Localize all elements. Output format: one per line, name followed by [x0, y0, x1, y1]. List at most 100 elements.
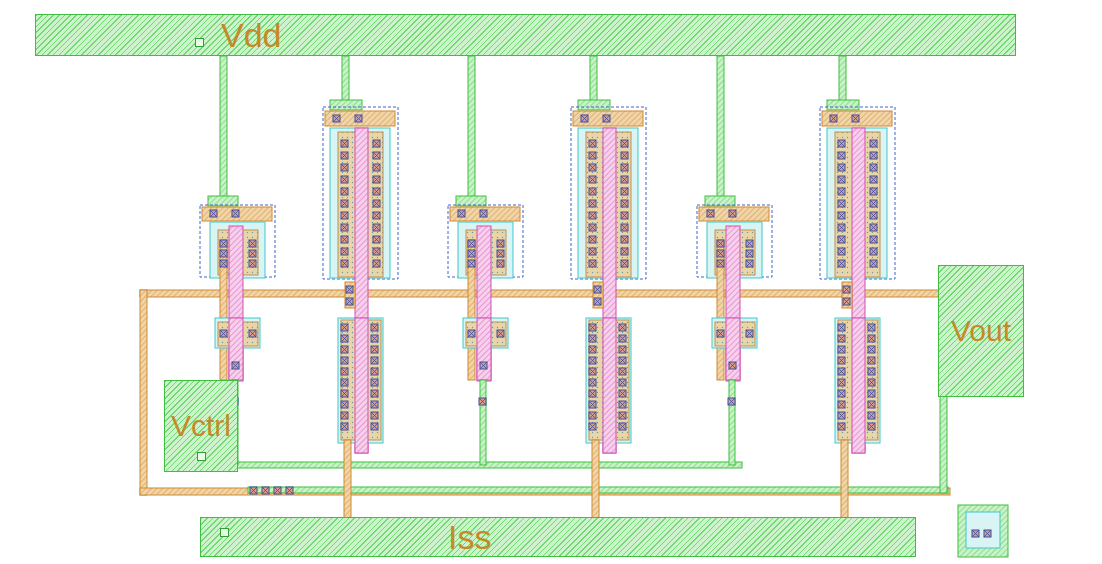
contact-cut	[468, 250, 475, 257]
contact-cut	[838, 188, 845, 195]
contact-cut	[746, 260, 753, 267]
contact-cut	[249, 240, 256, 247]
contact-cut	[838, 412, 845, 419]
contact-cut	[843, 286, 850, 293]
drain-strap	[220, 240, 227, 380]
contact-cut	[371, 346, 378, 353]
contact-cut	[619, 346, 626, 353]
contact-cut	[838, 260, 845, 267]
contact-cut	[341, 346, 348, 353]
contact-cut	[838, 248, 845, 255]
contact-cut	[621, 224, 628, 231]
contact-cut	[589, 188, 596, 195]
contact-cut	[838, 346, 845, 353]
contact-cut	[371, 379, 378, 386]
contact-cut	[373, 212, 380, 219]
contact-cut	[341, 335, 348, 342]
contact-cut	[341, 379, 348, 386]
contact-cut	[838, 212, 845, 219]
contact-cut	[286, 487, 293, 494]
contact-cut	[341, 357, 348, 364]
metal-pad	[578, 100, 610, 110]
contact-cut	[371, 423, 378, 430]
contact-cut	[371, 324, 378, 331]
poly-strip	[345, 282, 355, 308]
contact-cut	[341, 140, 348, 147]
contact-cut	[341, 423, 348, 430]
contact-cut	[355, 115, 362, 122]
contact-cut	[838, 357, 845, 364]
contact-cut	[589, 379, 596, 386]
vdd-strap	[468, 56, 475, 198]
contact-cut	[341, 260, 348, 267]
poly-strip	[822, 111, 892, 126]
contact-cut	[594, 286, 601, 293]
contact-cut	[621, 188, 628, 195]
poly-gate	[603, 128, 616, 453]
contact-cut	[838, 200, 845, 207]
vdd-strap	[839, 56, 846, 102]
contact-cut	[838, 401, 845, 408]
contact-cut	[619, 401, 626, 408]
metal-terminal: Iss	[200, 517, 916, 557]
contact-cut	[250, 487, 257, 494]
contact-cut	[249, 330, 256, 337]
contact-cut	[589, 390, 596, 397]
contact-cut	[838, 164, 845, 171]
contact-cut	[373, 140, 380, 147]
metal-terminal: Vdd	[35, 14, 1016, 56]
contact-cut	[341, 412, 348, 419]
contact-cut	[371, 368, 378, 375]
contact-cut	[852, 115, 859, 122]
contact-cut	[497, 250, 504, 257]
contact-cut	[619, 324, 626, 331]
contact-cut	[589, 248, 596, 255]
contact-cut	[371, 412, 378, 419]
contact-cut	[589, 368, 596, 375]
metal-terminal: Vout	[938, 265, 1024, 397]
contact-cut	[868, 324, 875, 331]
contact-cut	[589, 335, 596, 342]
contact-cut	[746, 250, 753, 257]
contact-cut	[220, 250, 227, 257]
contact-cut	[497, 240, 504, 247]
signal-name: Iss	[448, 520, 491, 554]
contact-cut	[497, 330, 504, 337]
poly-gate	[726, 226, 740, 381]
contact-cut	[868, 401, 875, 408]
contact-cut	[870, 140, 877, 147]
contact-cut	[468, 260, 475, 267]
contact-cut	[589, 236, 596, 243]
contact-cut	[621, 236, 628, 243]
contact-cut	[479, 398, 486, 405]
contact-cut	[619, 412, 626, 419]
metal-pad	[827, 100, 859, 110]
contact-cut	[621, 152, 628, 159]
marker-square	[195, 38, 204, 47]
contact-cut	[870, 152, 877, 159]
contact-cut	[830, 115, 837, 122]
poly-strip	[202, 207, 272, 221]
ic-geometry	[140, 56, 1008, 557]
poly-strip	[593, 282, 603, 308]
contact-cut	[480, 210, 487, 217]
contact-cut	[373, 224, 380, 231]
poly-gate	[229, 318, 243, 380]
contact-cut	[868, 357, 875, 364]
contact-cut	[619, 335, 626, 342]
contact-cut	[589, 357, 596, 364]
contact-cut	[838, 324, 845, 331]
contact-cut	[589, 152, 596, 159]
contact-cut	[480, 362, 487, 369]
contact-cut	[838, 423, 845, 430]
poly-gate	[603, 318, 616, 453]
contact-cut	[341, 224, 348, 231]
contact-cut	[220, 240, 227, 247]
poly-gate	[852, 318, 865, 453]
contact-cut	[341, 152, 348, 159]
contact-cut	[341, 176, 348, 183]
contact-cut	[589, 324, 596, 331]
contact-cut	[468, 240, 475, 247]
contact-cut	[619, 368, 626, 375]
contact-cut	[603, 115, 610, 122]
